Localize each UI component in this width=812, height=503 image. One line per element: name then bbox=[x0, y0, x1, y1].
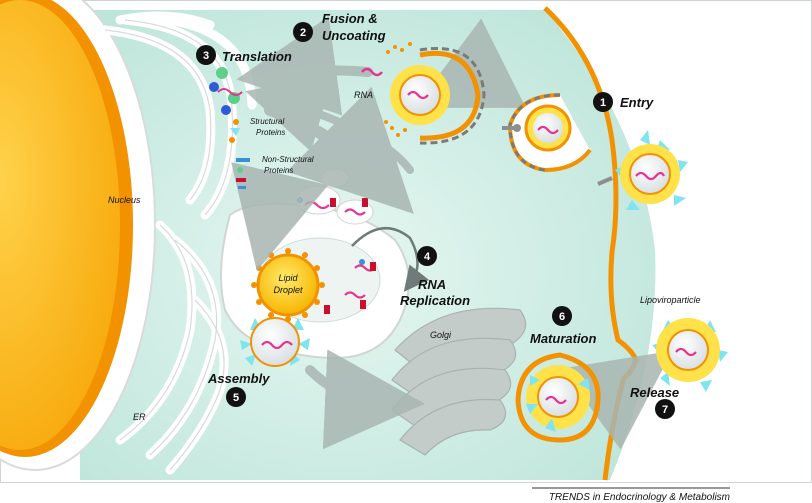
step-2-number: 2 bbox=[300, 27, 306, 39]
released-lipoviroparticle bbox=[652, 318, 728, 392]
lipid-droplet-label-line2: Droplet bbox=[273, 285, 303, 295]
rna-label: RNA bbox=[354, 90, 373, 100]
ribosomes bbox=[209, 67, 243, 115]
step-4-badge bbox=[417, 246, 437, 266]
step-6-label: Maturation bbox=[530, 331, 597, 346]
step-5-label: Assembly bbox=[207, 371, 270, 386]
step-2-badge bbox=[293, 22, 313, 42]
step-1-label: Entry bbox=[620, 95, 654, 110]
step-6-badge bbox=[552, 306, 572, 326]
step-7: 7 Release bbox=[630, 385, 679, 419]
step-2: 2 Fusion & Uncoating bbox=[293, 11, 386, 43]
step-3-badge bbox=[196, 45, 216, 65]
step-4: 4 RNA Replication bbox=[400, 246, 470, 308]
step-4-label-line1: RNA bbox=[418, 277, 446, 292]
step-5: 5 Assembly bbox=[207, 371, 270, 407]
uncoating-endosome bbox=[384, 42, 486, 145]
step-6: 6 Maturation bbox=[530, 306, 597, 346]
step-7-badge bbox=[655, 399, 675, 419]
step-5-number: 5 bbox=[233, 392, 239, 404]
step-3-label: Translation bbox=[222, 49, 292, 64]
step-7-number: 7 bbox=[662, 404, 668, 416]
footer-credit: TRENDS in Endocrinology & Metabolism bbox=[549, 492, 730, 503]
lipid-droplet-label-line1: Lipid bbox=[278, 273, 298, 283]
step-1-badge bbox=[593, 92, 613, 112]
maturing-virion bbox=[515, 352, 601, 443]
lipoviroparticle-label: Lipoviroparticle bbox=[640, 295, 701, 305]
step-4-label-line2: Replication bbox=[400, 293, 470, 308]
nonstructural-label-line2: Proteins bbox=[264, 166, 293, 175]
structural-proteins bbox=[229, 119, 240, 143]
entry-endosome bbox=[502, 93, 592, 173]
step-5-badge bbox=[226, 387, 246, 407]
structural-label-line1: Structural bbox=[250, 117, 284, 126]
step-6-number: 6 bbox=[559, 311, 565, 323]
er-label: ER bbox=[133, 412, 146, 422]
step-1: 1 Entry bbox=[593, 92, 654, 112]
step-2-label-line2: Uncoating bbox=[322, 28, 386, 43]
nucleus-label: Nucleus bbox=[108, 195, 141, 205]
er-outline bbox=[104, 19, 234, 471]
step-3: 3 Translation bbox=[196, 45, 292, 65]
nonstructural-label-line1: Non-Structural bbox=[262, 155, 314, 164]
extracellular-virion bbox=[597, 130, 688, 210]
nucleus bbox=[0, 0, 120, 450]
step-1-number: 1 bbox=[600, 97, 606, 109]
step-4-number: 4 bbox=[424, 251, 431, 263]
step-2-label-line1: Fusion & bbox=[322, 11, 378, 26]
structural-label-line2: Proteins bbox=[256, 128, 285, 137]
flow-arrows bbox=[231, 16, 673, 450]
released-rna bbox=[361, 67, 383, 77]
golgi-label: Golgi bbox=[430, 330, 452, 340]
step-7-label: Release bbox=[630, 385, 679, 400]
assembling-virion bbox=[240, 317, 310, 367]
step-3-number: 3 bbox=[203, 50, 209, 62]
non-structural-proteins bbox=[236, 158, 250, 189]
replication-cycle-arrow bbox=[351, 226, 430, 292]
